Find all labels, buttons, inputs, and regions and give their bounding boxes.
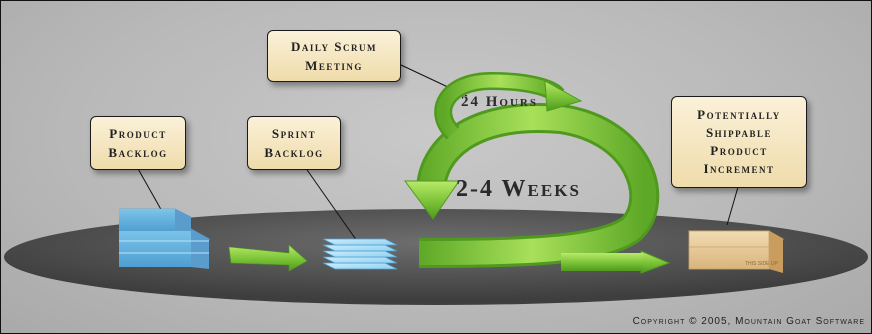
daily-cycle-arrow [434,71,583,140]
product-backlog-label-line-1: Product [109,125,167,141]
increment-label-line-4: Increment [703,161,775,177]
product-backlog-label-line-2: Backlog [108,145,168,160]
connector-sprint-backlog [304,166,358,242]
sprint-cycle-duration: 2-4 Weeks [456,176,581,202]
copyright-text: Copyright © 2005, Mountain Goat Software [632,316,865,327]
sprint-backlog-label-line-2: Backlog [264,145,324,160]
increment-label-line-2: Shippable [705,124,773,140]
sprint-cycle-arrow [404,103,671,274]
sprint-backlog-sheets-icon [322,238,398,270]
box-stamp-text: THIS SIDE UP [745,261,778,267]
shippable-box-icon: THIS SIDE UP [687,230,785,273]
daily-scrum-label-line-1: Daily Scrum [290,38,378,54]
product-backlog-stack-icon [117,208,211,269]
green-arrow-icon [228,244,308,272]
increment-label-line-1: Potentially [697,106,781,122]
daily-cycle-duration: 24 Hours [461,94,538,110]
sprint-backlog-label: Sprint Backlog [247,116,341,170]
product-backlog-label: Product Backlog [90,116,186,170]
sprint-backlog-label-line-1: Sprint [271,125,317,141]
connector-increment [726,186,739,226]
daily-scrum-label: Daily Scrum Meeting [267,30,401,82]
increment-label: Potentially Shippable Product Increment [671,96,807,188]
increment-label-line-3: Product [710,143,768,158]
connector-product-backlog [136,166,164,214]
daily-scrum-label-line-2: Meeting [305,58,363,73]
